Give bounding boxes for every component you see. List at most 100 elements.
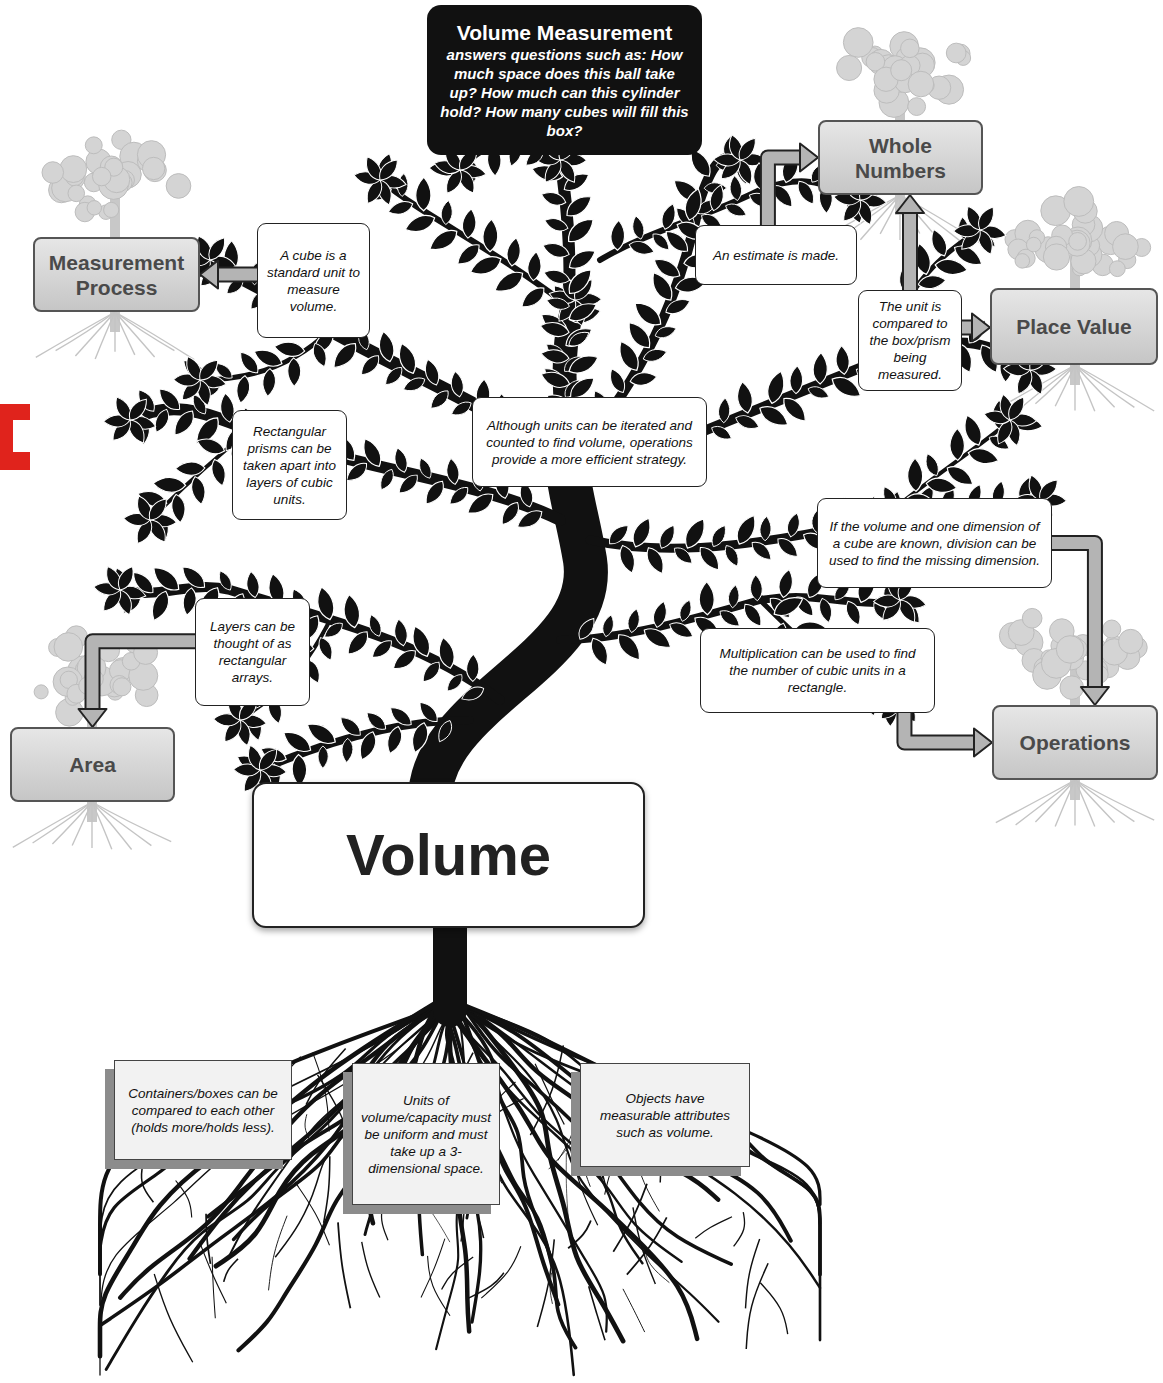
leaf	[280, 726, 314, 757]
pale-leaf	[908, 71, 934, 97]
leaf	[698, 581, 715, 615]
pale-leaf	[908, 98, 926, 116]
leaf	[195, 434, 227, 458]
pale-root	[72, 802, 92, 845]
pale-leaf	[843, 28, 873, 58]
pale-leaf	[92, 167, 110, 185]
arrow-head	[79, 709, 107, 727]
rootlet	[568, 1220, 591, 1248]
pale-root	[1075, 365, 1134, 407]
node-text: Volume Measurement	[457, 20, 673, 45]
leaf	[539, 367, 572, 392]
leaf	[376, 467, 397, 492]
leaf	[566, 299, 600, 324]
topic-box: Area	[10, 727, 175, 802]
leaf	[539, 188, 567, 209]
leaf	[216, 569, 234, 593]
arrow-outline	[768, 158, 800, 226]
rootlet	[224, 1259, 238, 1282]
pale-root	[75, 312, 115, 356]
rootlet	[644, 1247, 669, 1283]
leaf	[453, 241, 483, 269]
rootlet	[746, 1263, 768, 1349]
rootlet	[695, 1217, 732, 1238]
rootlet	[382, 1201, 388, 1240]
leaf	[175, 461, 205, 476]
leaf	[780, 393, 810, 426]
leaf	[741, 600, 765, 629]
topic-box: Operations	[992, 705, 1158, 780]
leaf	[497, 499, 523, 527]
pale-leaf	[1056, 636, 1083, 663]
leaf	[734, 412, 761, 433]
rootlet	[566, 1153, 569, 1233]
leaf	[788, 365, 804, 394]
core-box: Volume	[252, 782, 645, 928]
rootlet	[530, 1045, 563, 1135]
pale-root	[1016, 780, 1075, 825]
pale-leaf	[34, 685, 48, 699]
leaf	[949, 428, 966, 461]
arrow-shaft	[904, 213, 916, 290]
rootlet	[550, 1273, 552, 1304]
leaf	[169, 408, 199, 439]
root-line	[449, 1000, 820, 1224]
root-line	[454, 1000, 820, 1204]
pale-leaf	[837, 55, 862, 80]
pale-leaf	[113, 678, 131, 696]
pale-root	[52, 802, 92, 844]
leaf	[437, 636, 456, 669]
pale-root	[1035, 780, 1075, 822]
leaf	[464, 490, 498, 518]
leaf	[465, 654, 480, 682]
question-box: Volume Measurementanswers questions such…	[427, 5, 702, 155]
leaf	[541, 239, 571, 262]
rootlet	[627, 1217, 667, 1274]
leaf	[1004, 394, 1029, 423]
connector-arrow	[896, 195, 924, 290]
pale-leaf	[946, 43, 966, 63]
leaf	[426, 226, 461, 254]
tree-roots	[100, 1000, 820, 1375]
tree-leaves	[93, 115, 1067, 797]
leaf	[152, 475, 186, 494]
pale-leaf	[1060, 676, 1084, 700]
leaf	[367, 613, 383, 638]
leaf	[758, 516, 773, 542]
arrow-outline	[904, 713, 974, 743]
leaf	[378, 330, 396, 362]
leaf	[195, 357, 222, 384]
leaf	[125, 396, 152, 424]
leaf	[600, 614, 617, 638]
pale-leaf	[42, 162, 64, 184]
leaf	[734, 135, 760, 163]
leaf	[818, 597, 834, 624]
arrow-outline	[902, 213, 918, 290]
connector-arrow	[200, 261, 257, 289]
leaf	[416, 698, 441, 726]
arrow-head	[1081, 687, 1109, 705]
pale-leaf	[60, 156, 87, 183]
leaf	[907, 458, 924, 492]
leaf	[651, 254, 683, 283]
leaf	[407, 721, 432, 755]
leaf	[844, 599, 864, 627]
leaf	[642, 347, 668, 363]
leaf	[563, 214, 598, 246]
leaf	[395, 472, 422, 497]
node-text: The unit is compared to the box/prism be…	[867, 298, 953, 383]
pale-root	[13, 802, 92, 847]
leaf	[631, 297, 665, 331]
pale-leaf	[104, 202, 119, 217]
leaf	[776, 568, 797, 599]
leaf	[414, 177, 432, 212]
leaf	[795, 178, 818, 207]
leaf	[237, 348, 262, 376]
pale-root	[1075, 365, 1115, 407]
node-text: A cube is a standard unit to measure vol…	[266, 247, 361, 315]
leaf	[343, 594, 361, 629]
rootlet	[633, 1207, 655, 1284]
arrow-shaft	[904, 713, 974, 743]
